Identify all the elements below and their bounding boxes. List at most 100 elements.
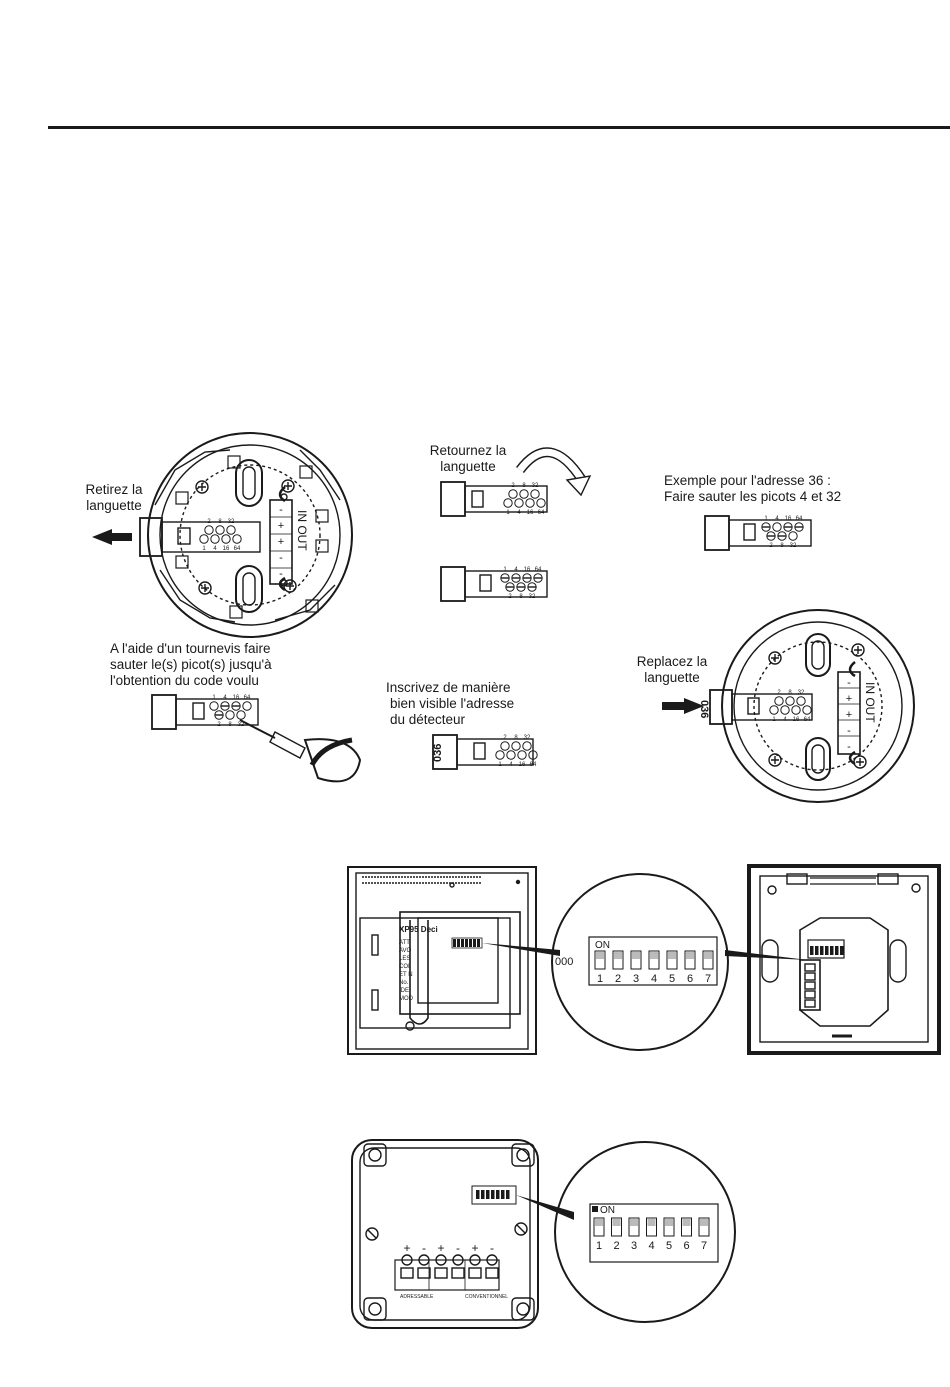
terminal-sign-right: + xyxy=(846,709,852,721)
dip-box-switch xyxy=(681,1217,692,1237)
panel-line: AVO xyxy=(399,948,412,954)
pin-hole xyxy=(231,701,241,711)
mini-dip xyxy=(469,939,472,947)
dip-left-lever xyxy=(686,952,694,959)
pin-hole xyxy=(769,705,779,715)
dip-box-switch xyxy=(628,1217,640,1237)
pin-hole xyxy=(214,710,224,720)
dip-left-number: 6 xyxy=(687,973,693,985)
terminal-block xyxy=(804,963,816,972)
pin-number: 8 xyxy=(228,722,232,728)
mini-dip xyxy=(840,946,844,955)
terminal-block xyxy=(804,972,816,981)
panel-line: COI xyxy=(399,964,410,970)
pin-hole xyxy=(788,531,798,541)
detector-base-left: IN OUT xyxy=(139,432,353,638)
mini-dip xyxy=(825,946,829,955)
pin-number: 4 xyxy=(223,695,227,701)
zoom-circle-left: 000 ON xyxy=(551,873,729,1051)
pin-hole xyxy=(500,573,510,583)
detector-base-right: IN OUT 036 xyxy=(698,609,915,803)
dip-left-switch xyxy=(594,950,606,970)
pin-number: 2 xyxy=(207,519,211,525)
box-terminal-block xyxy=(468,1267,482,1279)
pin-hole xyxy=(511,741,521,751)
box-terminal-block xyxy=(417,1267,431,1279)
pin-hole xyxy=(780,705,790,715)
pin-number: 8 xyxy=(514,735,518,741)
pin-hole xyxy=(508,489,518,499)
pin-number: 32 xyxy=(238,722,245,728)
dip-left-number: 2 xyxy=(615,973,621,985)
mini-dip xyxy=(815,946,819,955)
terminal-sign-right: + xyxy=(846,693,852,705)
pin-number: 1 xyxy=(506,510,510,516)
caption-exemple: Exemple pour l'adresse 36 :Faire sauter … xyxy=(664,473,842,504)
pin-number: 8 xyxy=(218,519,222,525)
zoom-circle-box: ON xyxy=(554,1141,736,1323)
tab-labelled: 036 xyxy=(432,734,534,770)
mini-dip xyxy=(830,946,834,955)
box-terminal-sign: - xyxy=(456,1241,460,1255)
pin-hole xyxy=(220,701,230,711)
terminal-block xyxy=(804,990,816,999)
panel-line: ET N xyxy=(399,972,413,978)
pin-number: 8 xyxy=(519,594,523,600)
pin-hole xyxy=(777,531,787,541)
pin-number: 4 xyxy=(514,567,518,573)
box-footer-conventionnel: CONVENTIONNEL xyxy=(465,1294,508,1300)
pin-number: 64 xyxy=(244,695,251,701)
mini-dip xyxy=(461,939,464,947)
dip-left-switch xyxy=(630,950,642,970)
dip-box-lever xyxy=(612,1219,621,1226)
dip-left-number: 3 xyxy=(633,973,639,985)
terminal-sign: - xyxy=(279,552,283,564)
address-label: 036 xyxy=(432,744,444,762)
zoom-leader-box xyxy=(516,1195,574,1220)
dip-box-switch xyxy=(646,1217,657,1237)
pin-hole xyxy=(209,701,219,711)
panel-line: MOD xyxy=(399,996,414,1002)
box-terminal-block xyxy=(434,1267,448,1279)
pin-number: 2 xyxy=(508,594,512,600)
pin-hole xyxy=(505,582,515,592)
panel-line: ATT xyxy=(399,940,410,946)
dip-box-number: 3 xyxy=(631,1240,637,1252)
pin-hole xyxy=(791,705,801,715)
pin-number: 32 xyxy=(228,519,235,525)
pin-number: 64 xyxy=(804,717,811,723)
pin-hole xyxy=(785,696,795,706)
pin-number: 64 xyxy=(538,510,545,516)
pin-number: 1 xyxy=(764,516,768,522)
terminal-sign-right: - xyxy=(847,725,851,737)
pin-hole xyxy=(226,525,236,535)
pin-hole xyxy=(528,750,538,760)
terminal-sign-right: - xyxy=(847,741,851,753)
dip-box-number: 1 xyxy=(596,1240,602,1252)
tab-front xyxy=(440,481,548,517)
dip-left-lever xyxy=(650,952,658,959)
panel-line: IDE xyxy=(399,988,409,994)
panel-unit-right xyxy=(747,864,941,1055)
pin-hole xyxy=(204,525,214,535)
pin-number: 64 xyxy=(234,546,241,552)
box-screw xyxy=(401,1254,413,1266)
pin-number: 2 xyxy=(769,543,773,549)
pin-number: 1 xyxy=(503,567,507,573)
pin-number: 16 xyxy=(785,516,792,522)
pin-hole xyxy=(199,534,209,544)
mini-dip xyxy=(820,946,824,955)
mini-dip xyxy=(473,939,476,947)
terminal-label-right: IN OUT xyxy=(863,682,877,723)
mini-dip xyxy=(835,946,839,955)
pin-hole xyxy=(215,525,225,535)
dip-left-switch xyxy=(702,950,714,970)
dip-box-lever xyxy=(682,1219,691,1226)
dip-left-switch xyxy=(666,950,678,970)
terminal-sign-right: - xyxy=(847,677,851,689)
mini-dip xyxy=(477,939,480,947)
